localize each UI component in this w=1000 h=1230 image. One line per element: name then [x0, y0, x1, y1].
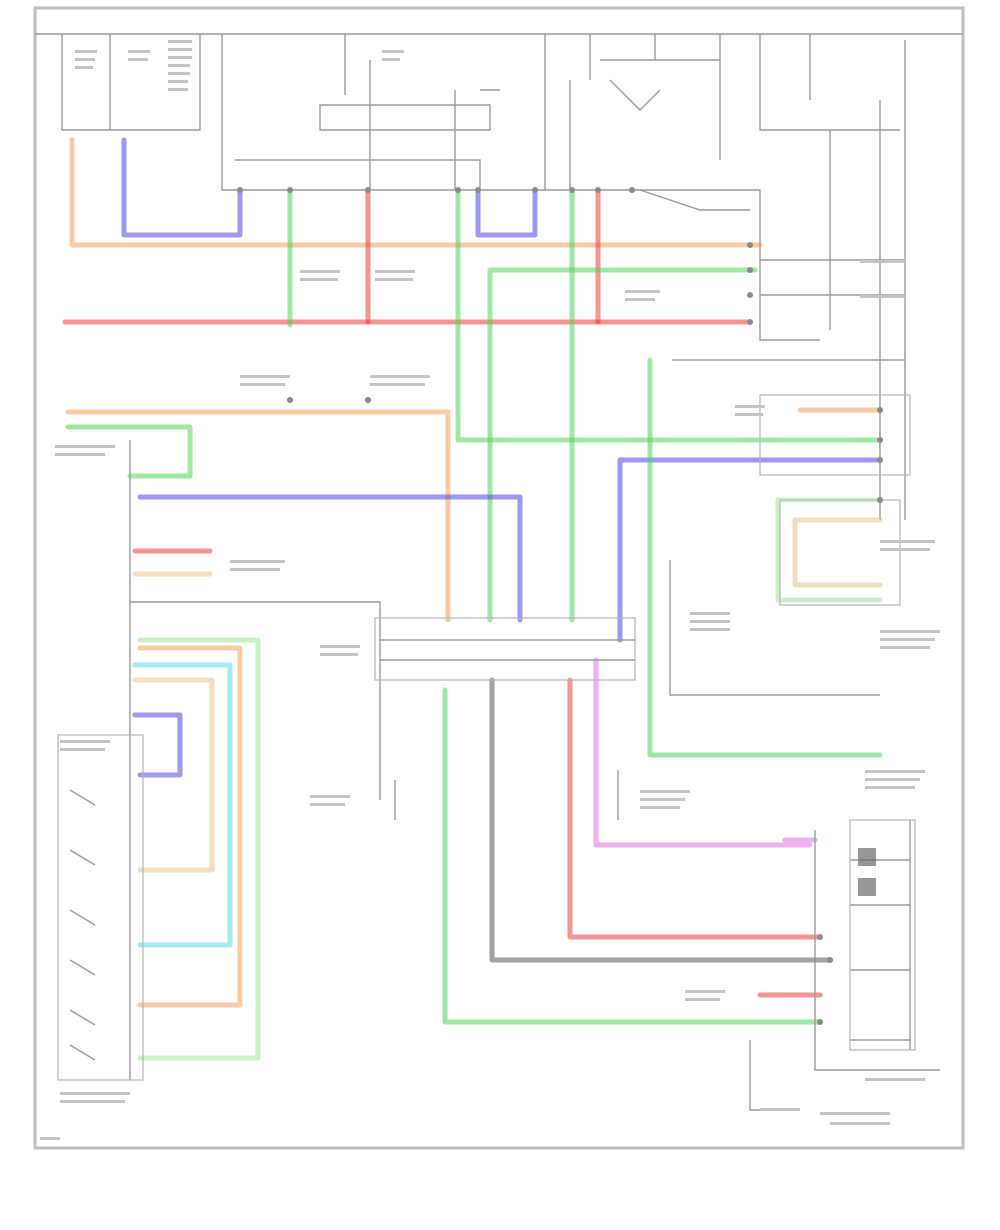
wire-green-bottom [442, 687, 823, 1025]
right-devices [759, 394, 916, 1051]
wire-blue-top-left-loop [121, 137, 243, 238]
wire-black-lower [489, 677, 833, 963]
wire-switch-bundle-tan [132, 677, 215, 873]
wire-orange-top-loop [69, 137, 763, 248]
control-unit-connector [374, 617, 636, 681]
relay-icon [858, 878, 876, 896]
wire-blue-center-loop [475, 187, 538, 238]
relay-icon [858, 848, 876, 866]
label-marks [40, 40, 940, 1140]
header-blocks [35, 33, 963, 520]
colored-wires [62, 137, 883, 1061]
switch-assembly [57, 734, 144, 1081]
wire-pink-lower [593, 657, 813, 848]
wire-orange-mid-bus [65, 409, 451, 623]
wire-blue-right-bus [617, 457, 883, 643]
wire-switch-bundle-blue [132, 712, 183, 778]
wire-green-upper-center [455, 187, 883, 443]
wire-switch-bundle-tan-2 [137, 645, 243, 1008]
wire-green-right-return [487, 267, 758, 623]
wire-blue-mid-bus [137, 494, 523, 623]
wire-green-right-lower [647, 357, 883, 758]
wire-switch-bundle-cyan [132, 662, 233, 948]
wire-green-left-stub [65, 424, 193, 479]
gray-lines [129, 259, 940, 1111]
junctions [237, 187, 883, 1025]
wire-switch-bundle-lightgreen [137, 637, 261, 1061]
diagram-frame [33, 6, 965, 1150]
wire-red-lower [567, 677, 823, 940]
wire-tan-right-box [792, 517, 883, 588]
